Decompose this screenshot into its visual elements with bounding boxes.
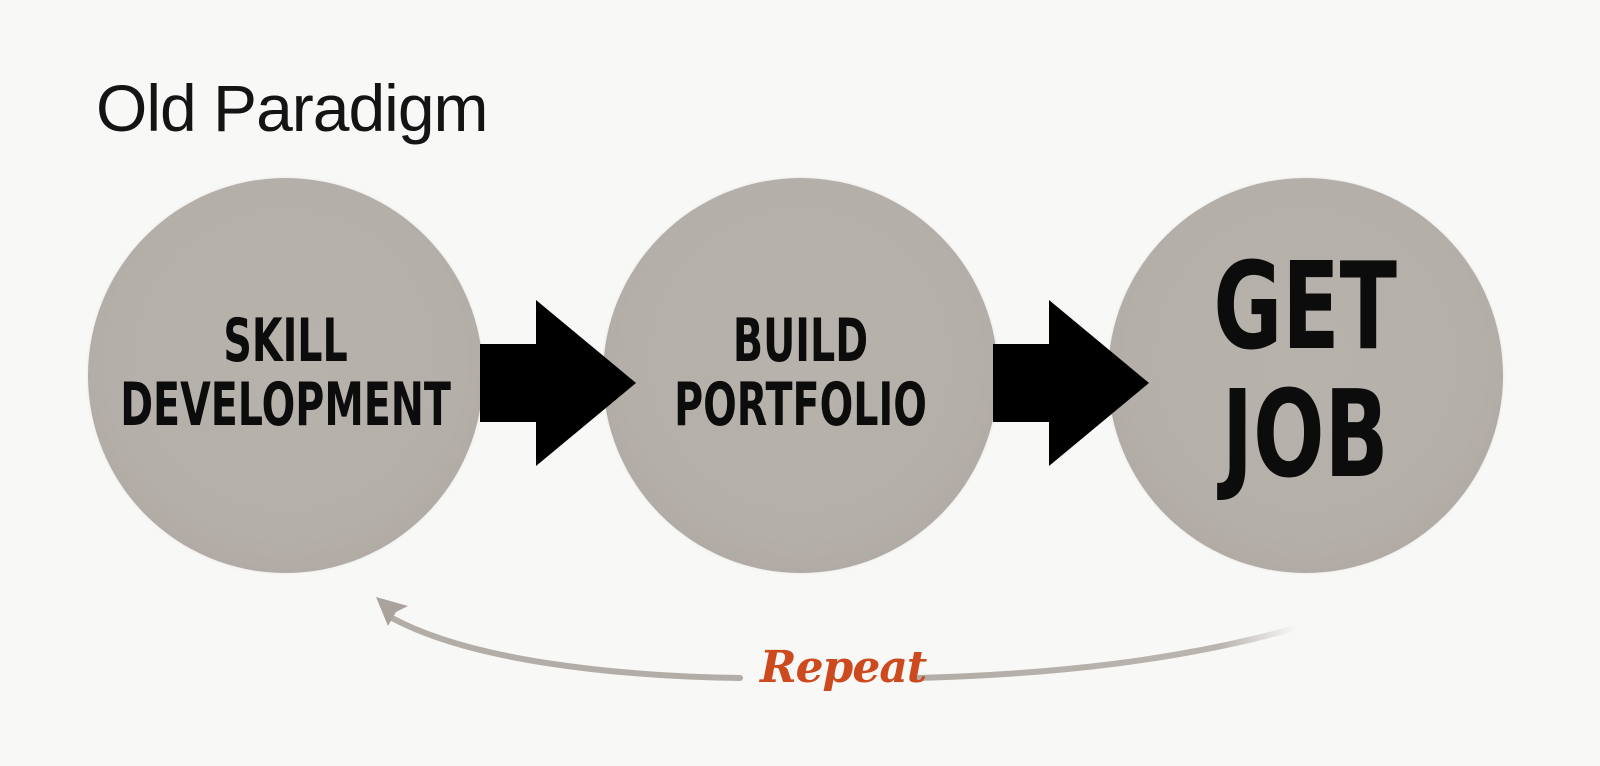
step-skill-development: SKILL DEVELOPMENT: [88, 178, 483, 573]
diagram-title: Old Paradigm: [96, 71, 489, 145]
step-label-line: GET: [1213, 237, 1398, 377]
step-label: GET JOB: [1214, 240, 1398, 504]
arrow-right-icon: [993, 300, 1149, 466]
step-build-portfolio: BUILD PORTFOLIO: [603, 178, 998, 573]
step-label: BUILD PORTFOLIO: [674, 307, 927, 439]
step-label-line: DEVELOPMENT: [120, 370, 451, 440]
step-label-line: SKILL: [223, 306, 348, 376]
step-label-line: PORTFOLIO: [674, 370, 927, 440]
step-get-job: GET JOB: [1108, 178, 1503, 573]
repeat-label: Repeat: [760, 642, 927, 693]
step-label-line: BUILD: [732, 306, 869, 376]
loop-arrowhead-icon: [376, 597, 408, 626]
arrow-right-icon: [480, 300, 636, 466]
step-label-line: JOB: [1222, 365, 1389, 505]
step-label: SKILL DEVELOPMENT: [120, 307, 451, 439]
